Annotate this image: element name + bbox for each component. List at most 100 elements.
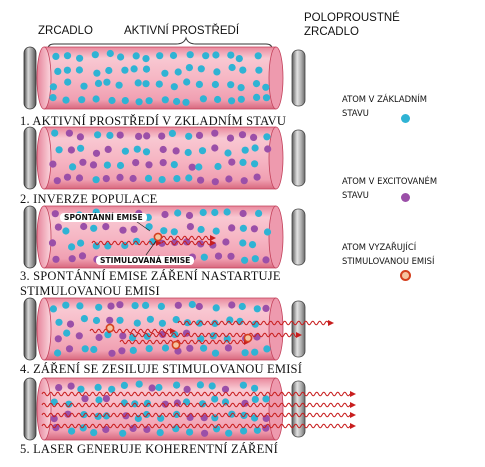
ground-atom (251, 320, 259, 328)
excited-atom (52, 424, 60, 432)
excited-atom (49, 160, 57, 168)
ground-atom (197, 65, 205, 73)
ground-atom (63, 329, 71, 337)
ground-atom (214, 95, 222, 104)
ground-atom (186, 51, 194, 59)
legend-emitting-atom-icon (400, 270, 411, 281)
ground-atom (211, 349, 220, 357)
tube-right-cap (268, 126, 284, 190)
excited-atom (253, 173, 261, 181)
semi-transparent-mirror (291, 49, 306, 107)
step-2-caption: 2. INVERZE POPULACE (20, 192, 158, 206)
ground-atom (173, 381, 181, 389)
ground-atom (62, 301, 70, 309)
ground-atom (54, 67, 62, 75)
excited-atom (182, 329, 191, 337)
coherent-wave-1-arrowhead (350, 391, 356, 397)
spontaneous-photon-wave-arrowhead (156, 240, 162, 246)
ground-atom (135, 380, 143, 388)
ground-atom (103, 78, 111, 86)
ground-atom (95, 396, 103, 404)
ground-atom (263, 345, 271, 353)
excited-atom (119, 332, 127, 340)
ground-atom (156, 429, 164, 437)
excited-atom (161, 210, 169, 219)
excited-atom (52, 255, 60, 263)
ground-atom (49, 83, 58, 91)
ground-atom (253, 93, 261, 101)
excited-atom (172, 147, 180, 155)
excited-atom (75, 332, 83, 340)
ground-atom (211, 208, 219, 217)
active-medium-label: AKTIVNÍ PROSTŘEDÍ (124, 25, 240, 37)
tube-left-cap (36, 205, 52, 269)
ground-atom (55, 146, 63, 154)
excited-atom (65, 129, 73, 137)
legend-excited-atom-icon (401, 193, 410, 202)
coherent-wave-1 (41, 391, 351, 397)
ground-atom (196, 381, 204, 389)
excited-atom (185, 211, 194, 220)
ground-atom (155, 80, 163, 88)
excited-atom (262, 256, 270, 264)
ground-atom (174, 68, 182, 76)
amplified-wave-3 (129, 332, 299, 338)
ground-atom (238, 302, 246, 311)
coherent-wave-4 (41, 423, 351, 429)
ground-atom (199, 95, 207, 103)
excited-atom (75, 174, 84, 182)
ground-atom (211, 319, 219, 327)
excited-atom (55, 384, 63, 392)
step-1-caption: 1. AKTIVNÍ PROSTŘEDÍ V ZKLADNÍM STAVU (20, 114, 287, 128)
excited-atom (102, 425, 110, 434)
ground-atom (161, 344, 170, 352)
ground-atom (212, 227, 220, 235)
excited-atom (201, 429, 209, 437)
stimulated-photon-wave-1-arrowhead (210, 235, 216, 241)
excited-atom (54, 223, 63, 231)
ground-atom (106, 131, 114, 139)
ground-atom (173, 97, 181, 106)
ground-atom (69, 163, 77, 171)
ground-atom (81, 345, 89, 353)
left-mirror (23, 46, 37, 110)
excited-atom (104, 145, 112, 153)
ground-atom (221, 398, 230, 406)
ground-atom (49, 94, 57, 102)
ground-atom (228, 63, 236, 72)
ground-atom (90, 429, 98, 437)
ground-atom (170, 83, 178, 91)
amplified-wave-4 (119, 339, 247, 345)
ground-atom (92, 316, 101, 325)
excited-atom (186, 344, 194, 352)
ground-atom (130, 65, 138, 73)
excited-atom (116, 301, 124, 309)
excited-atom (107, 302, 115, 310)
excited-atom (241, 399, 249, 407)
semi-transparent-mirror (291, 129, 306, 187)
ground-atom (62, 227, 70, 235)
ground-atom (160, 227, 168, 235)
ground-atom (212, 304, 220, 312)
ground-atom (211, 80, 219, 89)
tube-left-cap (36, 297, 52, 361)
ground-atom (262, 395, 270, 403)
step-5-caption: 5. LASER GENERUJE KOHERENTNÍ ZÁŘENÍ (20, 442, 279, 456)
spontaneous-photon-wave (91, 240, 159, 246)
ground-atom (211, 395, 219, 403)
emitting-atom (105, 323, 115, 333)
ground-atom (145, 223, 153, 231)
excited-atom (66, 320, 75, 328)
tube-right-cap (268, 297, 284, 361)
ground-atom (63, 66, 71, 74)
semi-transparent-mirror (291, 208, 306, 266)
ground-atom (76, 302, 84, 310)
tube-stage-1 (23, 46, 306, 110)
amplified-wave-2-arrowhead (170, 328, 176, 334)
ground-atom (92, 176, 100, 184)
ground-atom (133, 319, 141, 327)
ground-atom (224, 149, 232, 157)
ground-atom (106, 49, 114, 58)
ground-atom (251, 144, 259, 152)
